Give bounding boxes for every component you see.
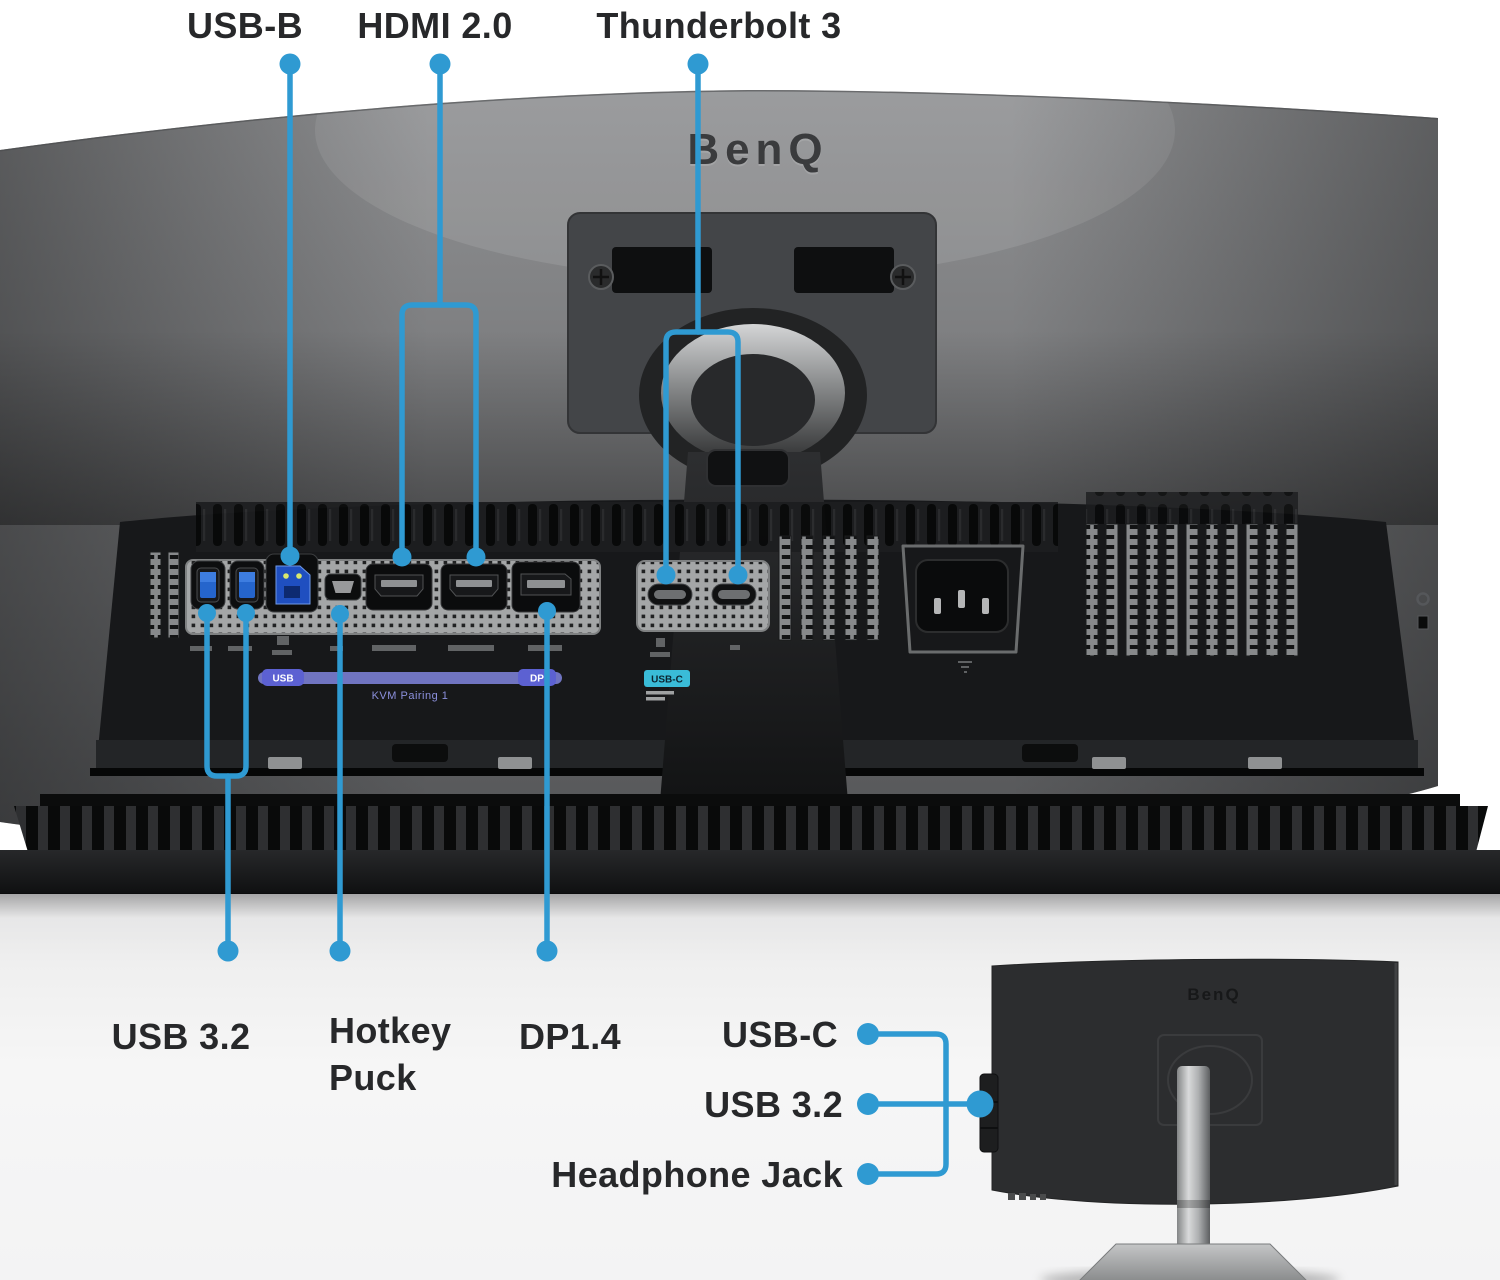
vesa-screw: [890, 264, 916, 290]
ac-power-inlet: [901, 544, 1025, 673]
monitor-bottom-edge: [0, 850, 1500, 894]
svg-text:USB-C: USB-C: [651, 675, 683, 686]
small-monitor-stand-pole: [1177, 1066, 1210, 1280]
small-monitor-buttons: [1008, 1193, 1046, 1200]
callout-label-usb-b: USB-B: [187, 5, 303, 46]
callout-label-dp14: DP1.4: [518, 1016, 622, 1057]
svg-text:USB: USB: [272, 674, 293, 685]
vent-strips-left: [149, 551, 180, 639]
callout-label-hdmi: HDMI 2.0: [357, 5, 513, 46]
displayport-port: [511, 561, 581, 613]
svg-text:DP: DP: [530, 674, 544, 685]
thunderbolt-port-panel: [636, 560, 770, 632]
micro-usb-port: [324, 573, 362, 601]
vent-strips-right: [1085, 523, 1299, 657]
dp-badge: DP: [518, 669, 556, 686]
stand-mount-boss: [639, 308, 867, 482]
vent-strips-middle: [778, 535, 880, 641]
hdmi-port-2: [440, 563, 508, 611]
callout-line-hdmi-bracket: [399, 302, 479, 557]
kvm-pairing-text: KVM Pairing 1: [372, 690, 449, 702]
callout-dots: [198, 53, 994, 1185]
callout-label-usb-c: USB-C: [722, 1014, 838, 1055]
monitor-shadow: [0, 893, 1500, 918]
hotkey-line1: Hotkey: [329, 1010, 452, 1051]
svg-text:BenQ: BenQ: [687, 125, 828, 174]
usb-a-port-2: [229, 560, 265, 610]
main-port-panel: [185, 553, 601, 635]
vent-slot-row: [196, 502, 1058, 552]
callout-label-thunderbolt: Thunderbolt 3: [596, 5, 842, 46]
speaker-grille: [14, 794, 1488, 852]
usb-a-port-1: [190, 560, 226, 610]
kensington-lock-slot: [1416, 592, 1430, 630]
small-monitor: BenQ: [979, 958, 1399, 1280]
hotkey-line2: Puck: [329, 1056, 417, 1098]
callout-line-thunderbolt-bracket: [663, 329, 741, 575]
callout-lines: [204, 61, 979, 1177]
callout-label-hotkey-puck: Hotkey Puck: [329, 1008, 451, 1102]
thunderbolt-port-1: [647, 583, 693, 606]
thunderbolt-port-2: [711, 583, 757, 606]
usb-badge: USB: [262, 669, 304, 686]
hdmi-port-1: [365, 563, 433, 611]
kvm-pairing-strip: USB DP KVM Pairing 1 USB-C: [258, 669, 690, 702]
usb-c-badge: USB-C: [644, 670, 690, 701]
callout-label-usb32-side: USB 3.2: [704, 1084, 843, 1125]
callout-label-headphone-jack: Headphone Jack: [551, 1154, 843, 1195]
svg-text:BenQ: BenQ: [687, 127, 828, 176]
callout-label-usb32-bottom: USB 3.2: [111, 1016, 251, 1057]
benq-logo-small: BenQ: [1187, 985, 1240, 1004]
vent-slot-row: [1086, 492, 1298, 524]
small-monitor-stand-base: [1079, 1243, 1307, 1280]
benq-logo-large: BenQ BenQ: [687, 125, 828, 176]
recess-floor-tabs: [268, 744, 1282, 769]
vesa-screw: [588, 264, 614, 290]
